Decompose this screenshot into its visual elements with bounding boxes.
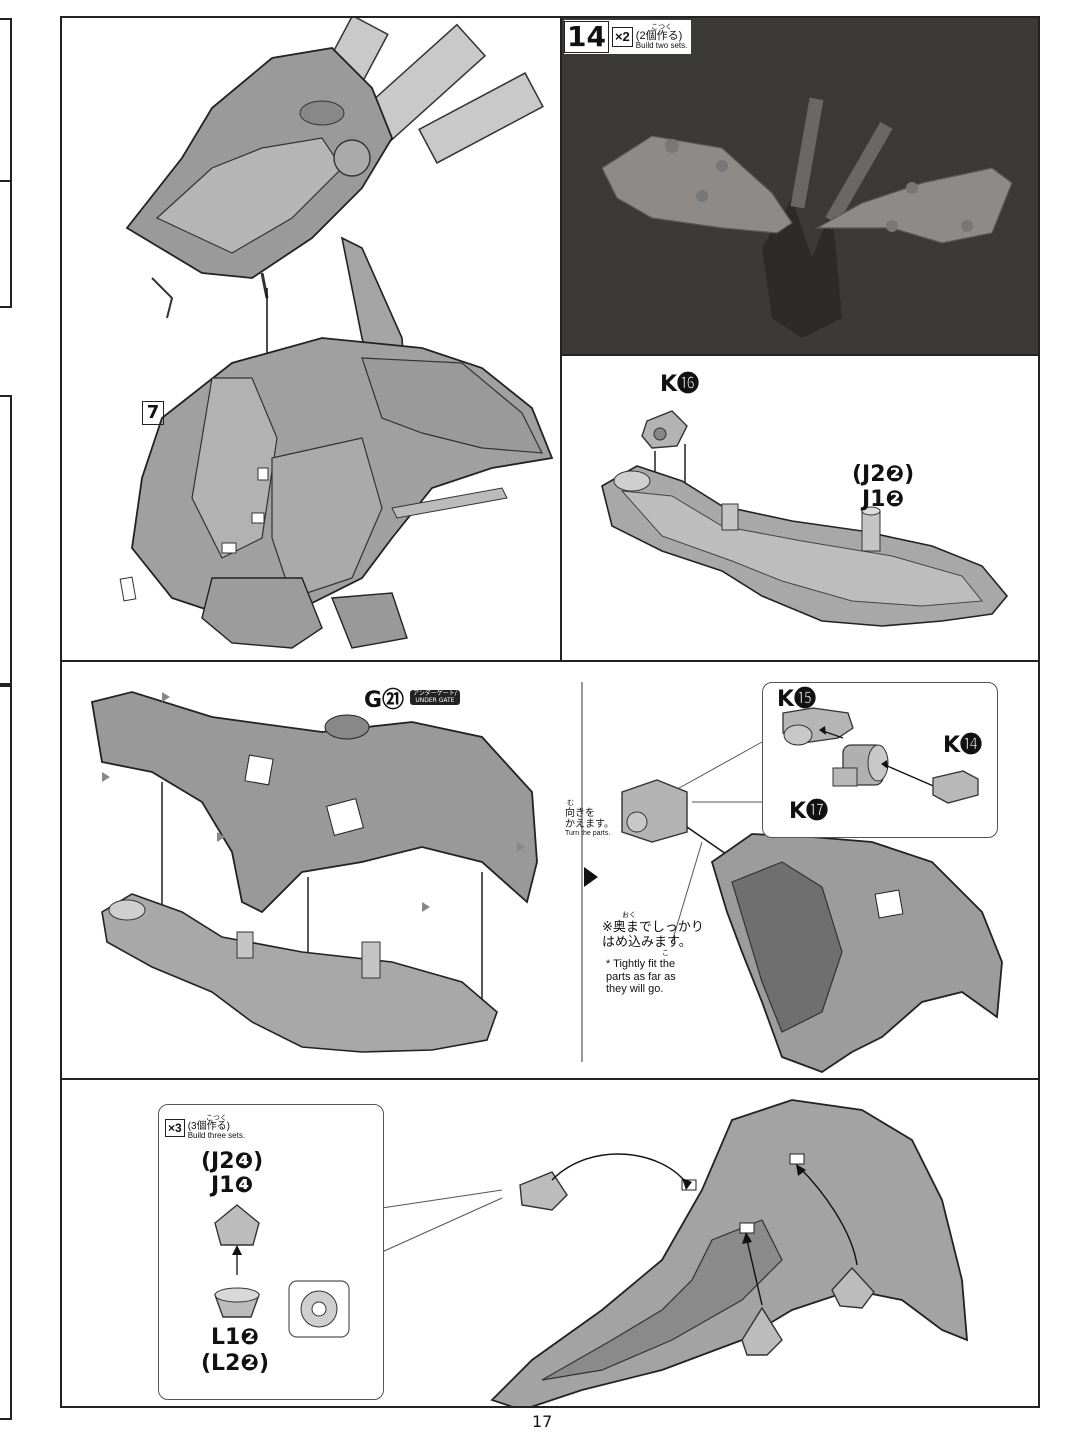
- left-margin-rule-lower: [0, 395, 12, 685]
- x3-header: ×3 こつく (3個作る) Build three sets.: [165, 1115, 245, 1140]
- x3-ruby: こつく: [205, 1115, 227, 1122]
- step14-jp-note: (2個作る): [635, 30, 683, 42]
- left-margin-rule-bottom: [0, 685, 12, 1420]
- photo-completed-binders: [562, 18, 1038, 354]
- fit-tightly-note: おく ※奥までしっかり はめ込みます。 こ * Tightly fit the …: [602, 912, 752, 996]
- left-margin-rule-mid: [0, 180, 12, 182]
- part-label-l2-2: (L2❷): [201, 1351, 270, 1376]
- step-14-header: 14 ×2 こつく (2個作る) Build two sets.: [564, 20, 692, 54]
- panel-g21-cover: G㉑ アンダーゲート/ UNDER GATE む 向きを かえます。 Turn …: [60, 660, 1040, 1080]
- part-label-j2-2: (J2❷): [852, 462, 915, 487]
- fit-ruby2: こ: [662, 949, 669, 957]
- step14-ruby: こつく: [651, 24, 673, 31]
- illustration-g21-cover-and-frame: [90, 682, 1003, 1074]
- x3-jp-note: (3個作る): [187, 1121, 230, 1132]
- part-label-j1-4: J1❹: [211, 1173, 254, 1198]
- panel-k16-attach: K⓰ (J2❷) J1❷: [560, 354, 1040, 662]
- step-number-14: 14: [564, 21, 609, 53]
- turn-parts-note: む 向きを かえます。 Turn the parts.: [565, 800, 635, 837]
- panel-x3-domes: ×3 こつく (3個作る) Build three sets. (J2❹) J1…: [60, 1078, 1040, 1408]
- x3-en-note: Build three sets.: [187, 1131, 246, 1140]
- part-label-k15: K⓯: [777, 687, 817, 712]
- left-margin-rule-top: [0, 18, 12, 308]
- panel-step7-assembly: 7: [60, 16, 562, 662]
- x3-detail-box: ×3 こつく (3個作る) Build three sets. (J2❹) J1…: [158, 1104, 384, 1400]
- page-number: 17: [532, 1412, 553, 1431]
- turn-en: Turn the parts.: [565, 829, 611, 837]
- step14-en-note: Build two sets.: [635, 41, 688, 50]
- turn-jp: 向きを かえます。: [565, 807, 614, 830]
- panel-step14-photo: 14 ×2 こつく (2個作る) Build two sets.: [560, 16, 1040, 356]
- illustration-k14-k15-k17: [782, 707, 979, 804]
- part-label-j2-4: (J2❹): [201, 1149, 264, 1174]
- part-label-l1-2: L1❷: [211, 1325, 259, 1350]
- illustration-qubeley-head-to-body: [119, 18, 554, 649]
- x3-multiplier: ×3: [165, 1118, 185, 1137]
- turn-ruby: む: [567, 800, 574, 807]
- fit-jp: ※奥までしっかり はめ込みます。: [602, 919, 704, 949]
- part-label-k14: K⓮: [943, 733, 983, 758]
- fit-en: * Tightly fit the parts as far as they w…: [606, 957, 676, 996]
- part-label-k16: K⓰: [660, 372, 700, 397]
- step14-multiplier: ×2: [611, 27, 633, 47]
- part-label-j1-2: J1❷: [862, 487, 905, 512]
- k-parts-detail-box: K⓯ K⓮ K⓱: [762, 682, 998, 838]
- illustration-j1-l1-domes: [214, 1204, 350, 1338]
- under-gate-badge: アンダーゲート/ UNDER GATE: [410, 690, 460, 706]
- illustration-domes-on-underside: [381, 1099, 969, 1406]
- part-label-g21: G㉑: [364, 688, 405, 713]
- fit-ruby: おく: [622, 912, 636, 919]
- illustration-k16-onto-frame: [601, 410, 1009, 627]
- part-label-k17: K⓱: [789, 799, 829, 824]
- step-7-reference-box: 7: [142, 401, 164, 425]
